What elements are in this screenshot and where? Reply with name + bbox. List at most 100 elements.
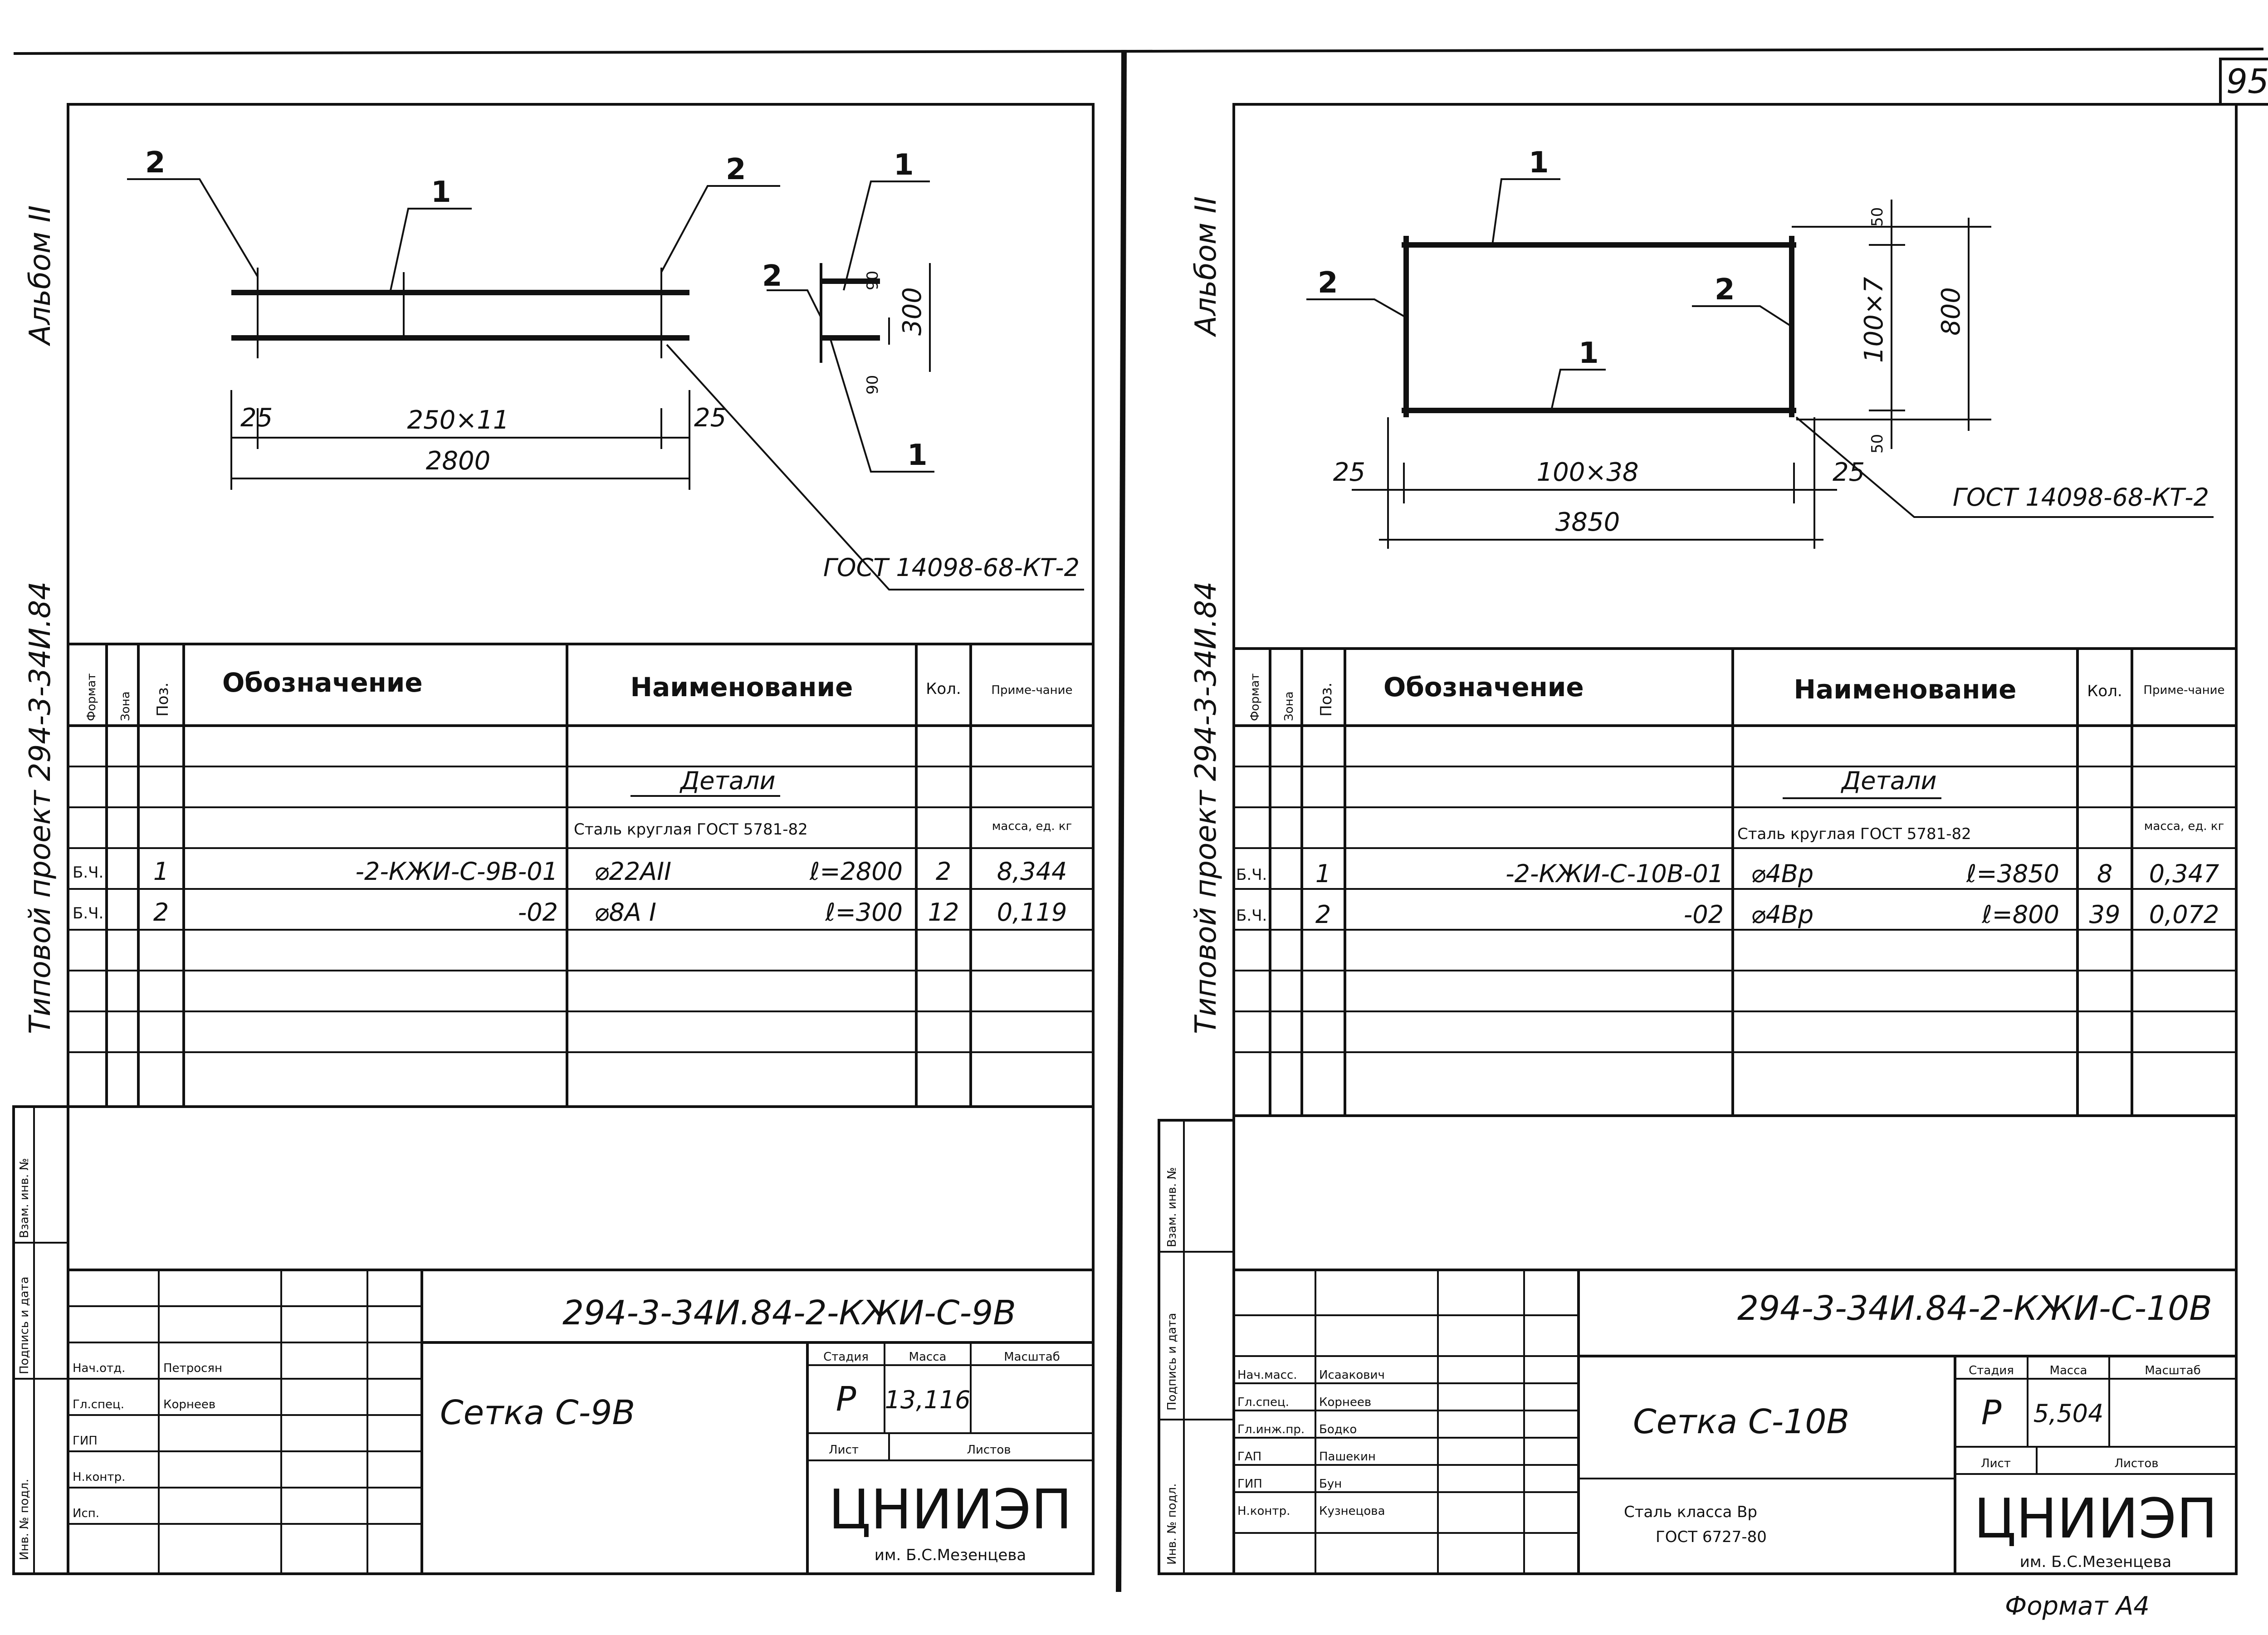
row2-designation: -02 [518,898,558,927]
h-qty: Кол. [926,680,961,698]
r-tb-name-5: Бун [1319,1477,1342,1491]
r-h-name: Наименование [1794,674,2017,705]
dim-end-left: 25 [240,403,273,433]
right-callout-1-top: 1 [1529,146,1549,180]
r-row1-length: ℓ=3850 [1966,859,2059,888]
r-dim-vpitch: 100×7 [1859,277,1889,363]
h-name: Наименование [631,672,853,703]
inv-label-1: Взам. инв. № [18,1158,31,1238]
r-tb-role-5: ГИП [1237,1477,1262,1491]
row2-pos: 2 [153,898,169,927]
page-number: 95 [2226,62,2268,101]
r-row1-format: Б.Ч. [1236,866,1267,884]
section-title: Детали [679,766,776,795]
row1-pos: 1 [153,857,169,886]
h-note: Приме-чание [991,683,1072,697]
row1-name: ⌀22АII [594,857,671,886]
tb-role-5: Исп. [73,1507,99,1520]
r-tb-title: Сетка С-10В [1633,1402,1849,1441]
r-h-zone: Зона [1282,691,1296,721]
tb-role-1: Нач.отд. [73,1362,125,1375]
r-inv-label-2: Подпись и дата [1165,1313,1179,1410]
h-zone: Зона [119,691,132,721]
inv-strip-frame [12,1105,69,1575]
r-row2-format: Б.Ч. [1236,907,1267,925]
right-callout-2-left: 2 [1318,266,1338,300]
row1-designation: -2-КЖИ-С-9В-01 [355,857,558,886]
r-h-format: Формат [1248,674,1262,722]
r-tb-org: ЦНИИЭП [1974,1488,2218,1551]
r-h-qty: Кол. [2087,682,2122,700]
left-frame [67,103,1095,1575]
right-callout-2-right: 2 [1715,273,1735,307]
row1-format: Б.Ч. [73,864,103,882]
tb-code: 294-3-34И.84-2-КЖИ-С-9В [562,1293,1016,1332]
table-row: Б.Ч. 2 -02 ⌀4Вр ℓ=800 39 0,072 [1236,900,2219,929]
r-row1-name: ⌀4Вр [1751,859,1813,888]
right-callout-1-bottom: 1 [1579,337,1599,370]
r-dim-50-bottom: 50 [1868,434,1887,454]
r-inv-label-1: Взам. инв. № [1165,1167,1179,1247]
detail-callout-2: 2 [762,259,782,293]
row2-length: ℓ=300 [825,898,903,927]
tb-role-2: Гл.спец. [73,1398,124,1411]
table-row: Б.Ч. 2 -02 ⌀8А I ℓ=300 12 0,119 [73,898,1067,927]
r-inv-label-3: Инв. № подл. [1165,1484,1179,1565]
r-tb-h-stage: Стадия [1969,1364,2014,1377]
leader-2-right [660,185,780,273]
r-tb-role-4: ГАП [1237,1450,1261,1464]
row2-note: 0,119 [997,898,1067,927]
detail-300: 300 [898,287,927,336]
r-row1-note: 0,347 [2149,859,2219,888]
r-row2-length: ℓ=800 [1981,900,2059,929]
inv-label-2: Подпись и дата [18,1277,31,1374]
callout-2-right: 2 [726,153,746,186]
r-row1-pos: 1 [1315,859,1331,888]
weld-note: ГОСТ 14098-68-КТ-2 [823,553,1080,582]
detail-leader-2 [767,289,822,318]
r-tb-role-2: Гл.спец. [1237,1396,1289,1409]
r-row2-pos: 2 [1315,900,1331,929]
r-tb-name-6: Кузнецова [1319,1504,1385,1518]
r-tb-h-mass: Масса [2050,1364,2087,1377]
dim-end-right: 25 [694,403,726,433]
r-row2-note: 0,072 [2149,900,2219,929]
left-mesh-drawing: 2 1 2 25 25 250×11 2800 ГОСТ 14098-68-КТ… [127,146,1084,591]
tb-h-sheet: Лист [829,1443,859,1457]
tb-h-mass: Масса [909,1350,947,1364]
r-tb-subtitle-1: Сталь класса Вр [1624,1503,1757,1521]
r-tb-role-6: Н.контр. [1237,1504,1290,1518]
left-inventory-strip: Взам. инв. № Подпись и дата Инв. № подл. [12,1105,69,1575]
r-row2-qty: 39 [2089,900,2121,929]
right-leader-2-right [1692,305,1793,327]
r-tb-h-sheets: Листов [2114,1457,2158,1470]
r-row2-designation: -02 [1684,900,1724,929]
r-tb-name-4: Пашекин [1319,1450,1376,1464]
tb-role-3: ГИП [73,1434,98,1448]
tb-org-sub: им. Б.С.Мезенцева [875,1546,1026,1564]
page-number-box [2219,58,2268,106]
left-spec-table: Формат Зона Поз. Обозначение Наименовани… [68,643,1093,1108]
r-section-title: Детали [1841,766,1937,795]
r-tb-role-3: Гл.инж.пр. [1237,1423,1305,1436]
mass-unit: масса, ед. кг [992,820,1072,833]
left-project-label: Типовой проект 294-3-34И.84 [24,581,57,1034]
r-dim-end-left: 25 [1333,458,1365,487]
tb-h-scale: Масштаб [1004,1350,1060,1364]
left-album-label: Альбом II [24,205,57,347]
right-frame [1232,103,2238,1575]
right-album-label: Альбом II [1189,196,1223,337]
right-project-label: Типовой проект 294-3-34И.84 [1189,581,1223,1034]
r-tb-h-sheet: Лист [1981,1457,2011,1470]
format-note: Формат А4 [2005,1591,2150,1621]
r-tb-name-1: Исаакович [1319,1368,1385,1382]
table-row: Б.Ч. 1 -2-КЖИ-С-9В-01 ⌀22АII ℓ=2800 2 8,… [73,857,1067,886]
row1-qty: 2 [936,857,951,886]
right-leader-1-bottom [1550,369,1606,411]
r-tb-name-2: Корнеев [1319,1396,1371,1409]
right-sheet: Альбом II Типовой проект 294-3-34И.84 1 … [1158,103,2238,1575]
table-row: Б.Ч. 1 -2-КЖИ-С-10В-01 ⌀4Вр ℓ=3850 8 0,3… [1236,859,2219,888]
h-format: Формат [85,674,98,722]
right-spec-table: Формат Зона Поз. Обозначение Наименовани… [1234,647,2236,1117]
